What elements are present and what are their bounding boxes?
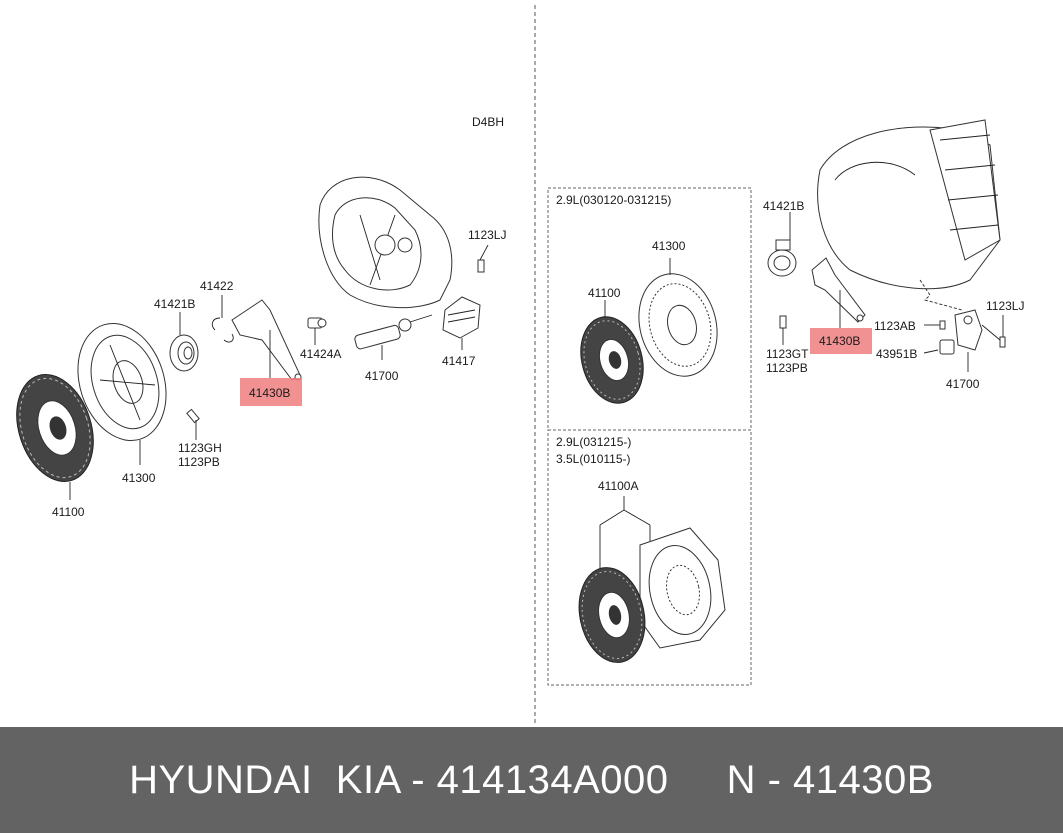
label-1123LJ-left: 1123LJ bbox=[468, 228, 506, 242]
box2-title-line2: 3.5L(010115-) bbox=[556, 452, 631, 466]
label-41421B-right: 41421B bbox=[763, 199, 804, 213]
label-1123GT: 1123GT bbox=[766, 347, 809, 361]
label-41430B-right: 41430B bbox=[819, 334, 860, 348]
label-41700-left: 41700 bbox=[365, 369, 399, 383]
label-1123GH: 1123GH bbox=[178, 441, 222, 455]
part-41300-box1 bbox=[638, 273, 718, 377]
part-41424A bbox=[307, 317, 327, 329]
label-41700-right: 41700 bbox=[946, 377, 980, 391]
variant-box-2 bbox=[547, 429, 752, 686]
label-41422: 41422 bbox=[200, 279, 234, 293]
part-41430B-right bbox=[811, 257, 866, 323]
part-41430B-left bbox=[231, 299, 302, 381]
label-41100-box1: 41100 bbox=[588, 286, 621, 300]
highlight-41430B-right bbox=[810, 328, 872, 354]
part-41700-right bbox=[939, 309, 983, 355]
label-41100A: 41100A bbox=[598, 479, 638, 493]
label-43951B: 43951B bbox=[876, 347, 917, 361]
label-1123LJ-right: 1123LJ bbox=[986, 299, 1024, 313]
part-41100-box1 bbox=[580, 316, 644, 404]
label-41100-left: 41100 bbox=[52, 505, 85, 519]
label-41300-left: 41300 bbox=[122, 471, 156, 485]
parts-diagram: D4BH 1123LJ 41417 41700 41424A 4143 bbox=[16, 5, 1024, 725]
highlight-41430B-left bbox=[240, 378, 302, 406]
label-1123PB-left: 1123PB bbox=[178, 455, 220, 469]
label-41300-box1: 41300 bbox=[652, 239, 686, 253]
engine-label: D4BH bbox=[472, 115, 504, 129]
part-41100A-plate bbox=[639, 527, 726, 649]
part-41700-left bbox=[354, 314, 433, 350]
box2-title-line1: 2.9L(031215-) bbox=[556, 435, 631, 449]
footer-bar: HYUNDAI KIA - 414134A000 N - 41430B bbox=[0, 727, 1063, 833]
transmission-housing bbox=[318, 176, 453, 309]
part-41421B-right bbox=[767, 239, 797, 277]
part-41100A-disc bbox=[578, 567, 646, 663]
part-41300-left bbox=[77, 322, 167, 442]
label-1123PB-right: 1123PB bbox=[766, 361, 808, 375]
part-number-caption: HYUNDAI KIA - 414134A000 N - 41430B bbox=[129, 757, 934, 802]
label-41430B-left: 41430B bbox=[249, 386, 290, 400]
label-41424A: 41424A bbox=[300, 347, 341, 361]
label-41421B-left: 41421B bbox=[154, 297, 195, 311]
part-41417 bbox=[442, 296, 481, 339]
box1-title: 2.9L(030120-031215) bbox=[556, 193, 671, 207]
part-41100-left bbox=[16, 374, 94, 482]
part-41421B-left bbox=[169, 334, 199, 372]
label-1123AB: 1123AB bbox=[874, 319, 916, 333]
label-41417: 41417 bbox=[442, 354, 476, 368]
transmission-housing-right bbox=[817, 119, 1001, 290]
